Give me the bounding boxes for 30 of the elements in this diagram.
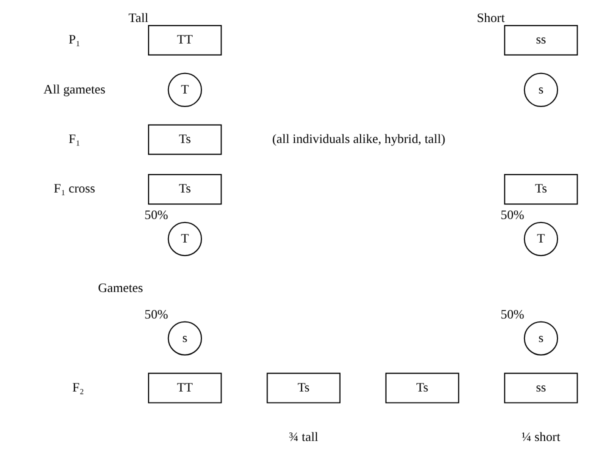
node-box: Ts	[384, 372, 459, 404]
node-circle: T	[523, 222, 558, 256]
node-circle: s	[167, 321, 202, 356]
node-label: 50%	[144, 208, 168, 222]
node-label: 50%	[144, 307, 168, 322]
node-box: Ts	[148, 124, 222, 155]
label: F₁ cross	[53, 182, 95, 196]
node-label: Tall	[128, 11, 148, 26]
label: Gametes	[97, 281, 143, 296]
node-label: 50%	[500, 307, 524, 322]
node-circle: T	[167, 222, 202, 256]
node-box: Ts	[266, 372, 340, 404]
node-box: Ts	[504, 174, 578, 205]
label: ¼ short	[521, 430, 560, 444]
node-label: Short	[476, 11, 504, 26]
node-label: 50%	[500, 208, 524, 222]
node-box: TT	[148, 24, 222, 56]
label: ¾ tall	[288, 430, 318, 444]
node-box: ss	[504, 24, 578, 56]
node-box: ss	[504, 372, 578, 404]
label: F₂	[72, 380, 84, 394]
label: All gametes	[43, 82, 105, 96]
node-circle: s	[523, 72, 558, 108]
node-circle: T	[167, 72, 202, 108]
node-box: TT	[148, 372, 222, 404]
label: (all individuals alike, hybrid, tall)	[272, 132, 445, 146]
node-circle: s	[523, 321, 558, 356]
label: P₁	[68, 32, 80, 47]
label: F₁	[68, 132, 80, 146]
node-box: Ts	[148, 174, 222, 205]
